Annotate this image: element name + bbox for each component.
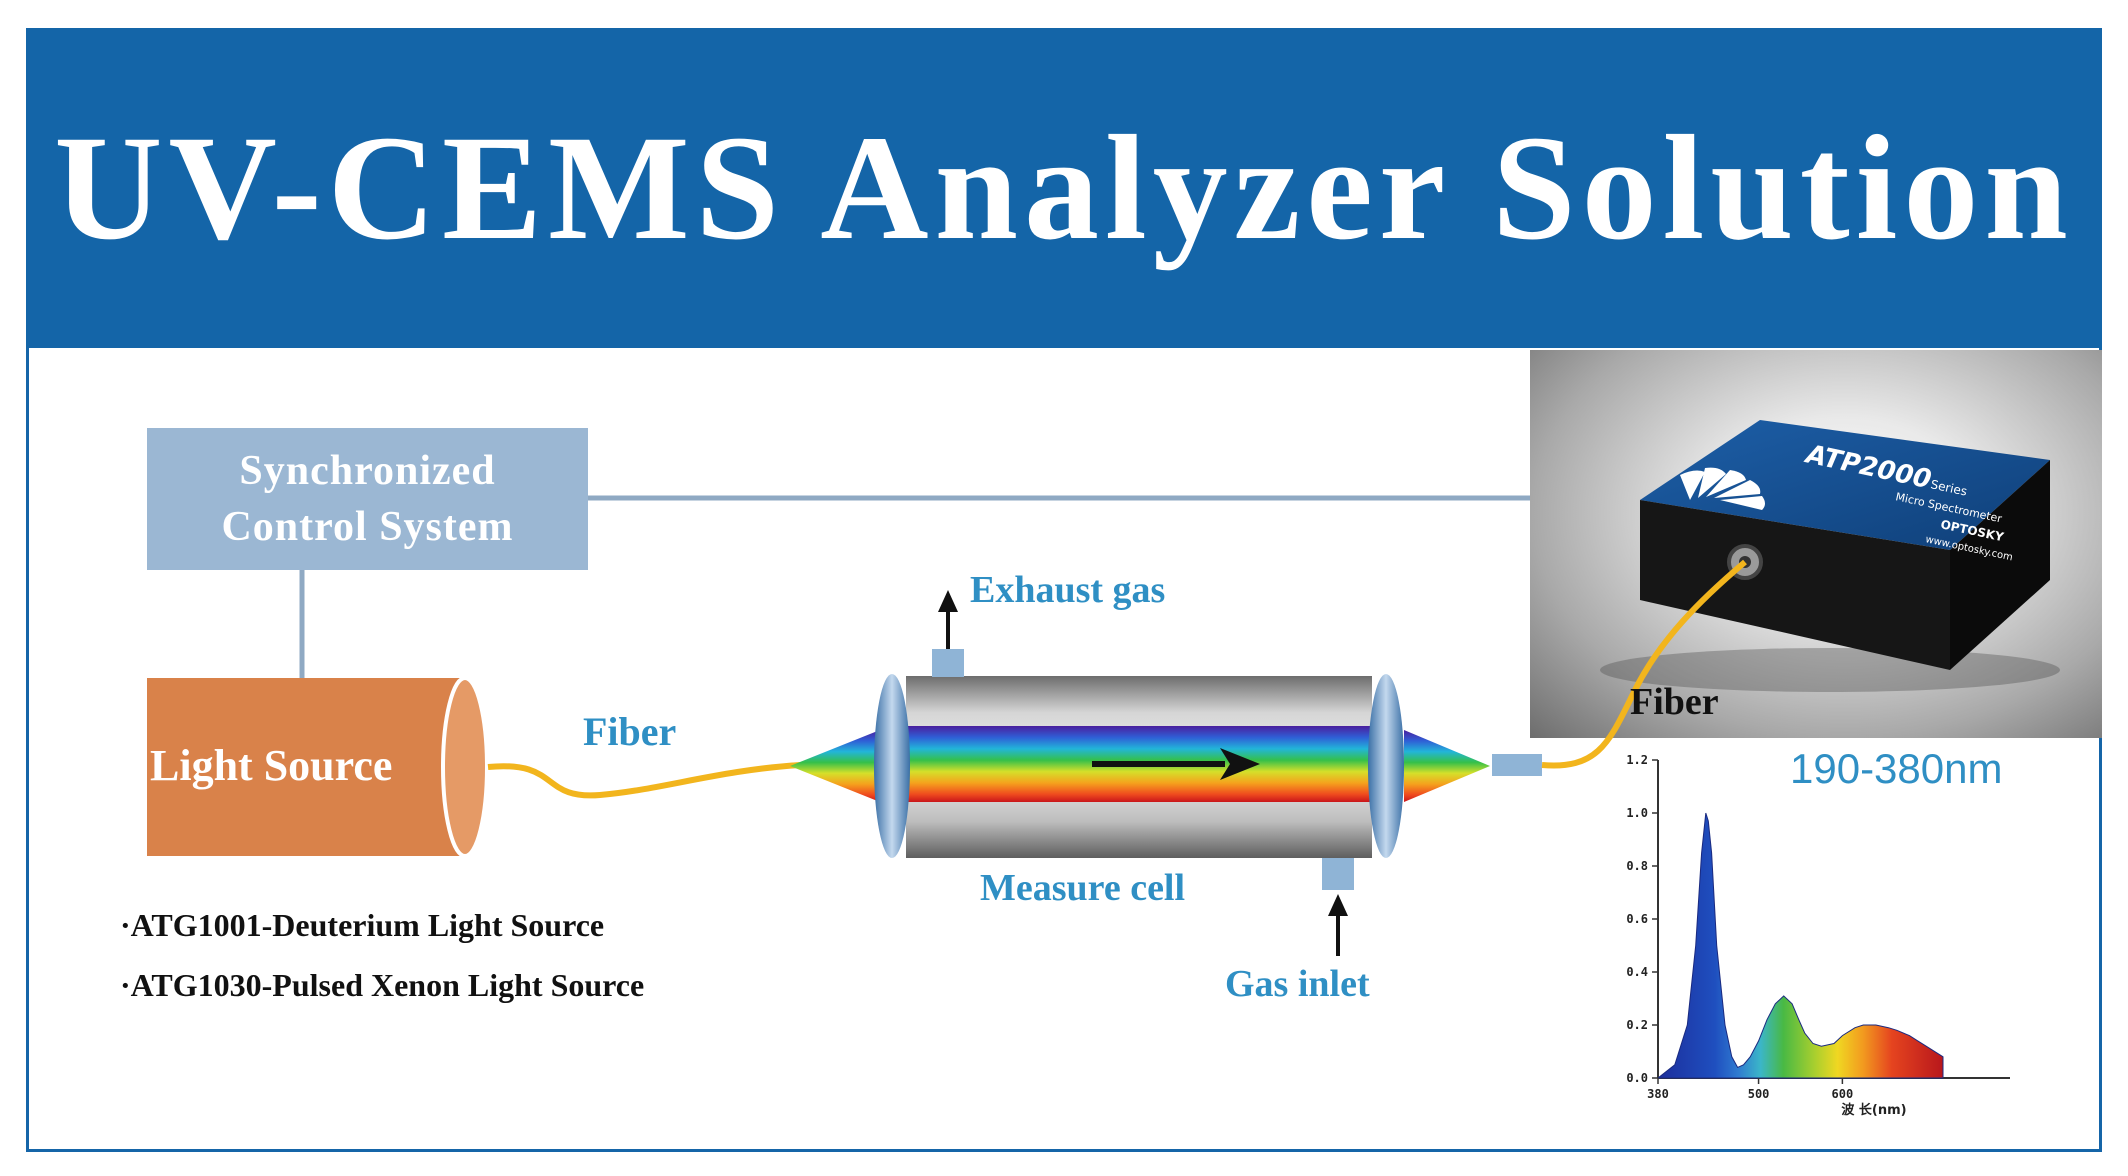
sync-box-line2: Control System [221,504,514,550]
brand-logo-icon [1680,467,1765,510]
fiber-label-right: Fiber [1630,681,1719,723]
light-source-cylinder [147,676,489,858]
fiber-cable-left [487,762,801,799]
exhaust-gas-label: Exhaust gas [970,569,1166,611]
sync-control-box: Synchronized Control System [147,428,588,570]
exhaust-port [932,649,964,677]
wavelength-range-label: 190-380nm [1790,745,2003,792]
list-item: ·ATG1001-Deuterium Light Source [120,907,605,943]
fiber-label-left: Fiber [583,709,677,754]
measure-cell-label: Measure cell [980,867,1186,909]
spectrometer-photo: ATP2000 Series Micro Spectrometer OPTOSK… [1530,350,2102,738]
gas-inlet-label: Gas inlet [1225,963,1370,1005]
flow-arrow [1092,748,1260,780]
sync-box-line1: Synchronized [239,448,496,494]
gas-inlet-arrow-icon [1328,894,1348,956]
spectrometer-device: ATP2000 Series Micro Spectrometer OPTOSK… [1600,420,2060,692]
light-source-label: Light Source [150,741,393,790]
page-title: UV-CEMS Analyzer Solution [54,105,2074,271]
lens-left [874,674,910,858]
gas-inlet-port [1322,858,1354,890]
list-item: ·ATG1030-Pulsed Xenon Light Source [120,967,645,1003]
title-banner: UV-CEMS Analyzer Solution [26,28,2102,348]
fiber-connector [1492,754,1542,776]
light-source-list: ·ATG1001-Deuterium Light Source ·ATG1030… [120,895,644,1015]
lens-right [1368,674,1404,858]
exhaust-arrow-icon [938,590,958,649]
light-cone-right [1404,730,1490,802]
light-cone-left [790,730,880,802]
